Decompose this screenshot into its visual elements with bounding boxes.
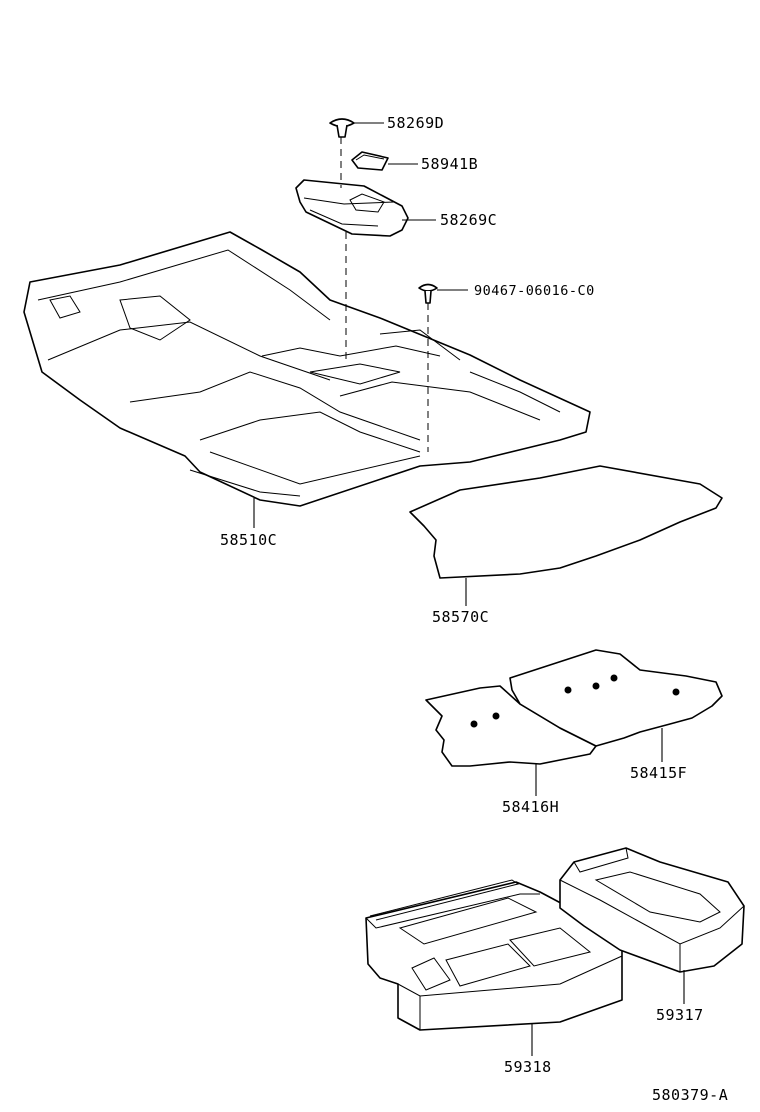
tray-59317-part	[559, 847, 745, 973]
bracket-58269c-part	[295, 179, 409, 237]
label-58941b: 58941B	[421, 155, 478, 173]
label-58269c: 58269C	[440, 211, 497, 229]
label-58415f: 58415F	[630, 764, 687, 782]
label-59317: 59317	[656, 1006, 704, 1024]
label-90467: 90467-06016-C0	[474, 283, 595, 299]
luggage-mat-58570c-part	[409, 465, 723, 579]
label-59318: 59318	[504, 1058, 552, 1076]
cap-58941b-part	[351, 151, 389, 171]
floor-mat-58416h-part	[425, 685, 597, 767]
tray-59318-part	[365, 879, 623, 1031]
label-58570c: 58570C	[432, 608, 489, 626]
label-58416h: 58416H	[502, 798, 559, 816]
label-58510c: 58510C	[220, 531, 277, 549]
leader-lines	[253, 122, 685, 1056]
floor-mat-58415f-part	[509, 649, 723, 747]
clip-58269d-part	[329, 118, 355, 138]
clip-90467-part	[418, 283, 438, 304]
figure-id: 580379-A	[652, 1086, 728, 1104]
label-58269d: 58269D	[387, 114, 444, 132]
floor-carpet-58510c-part	[23, 231, 591, 507]
